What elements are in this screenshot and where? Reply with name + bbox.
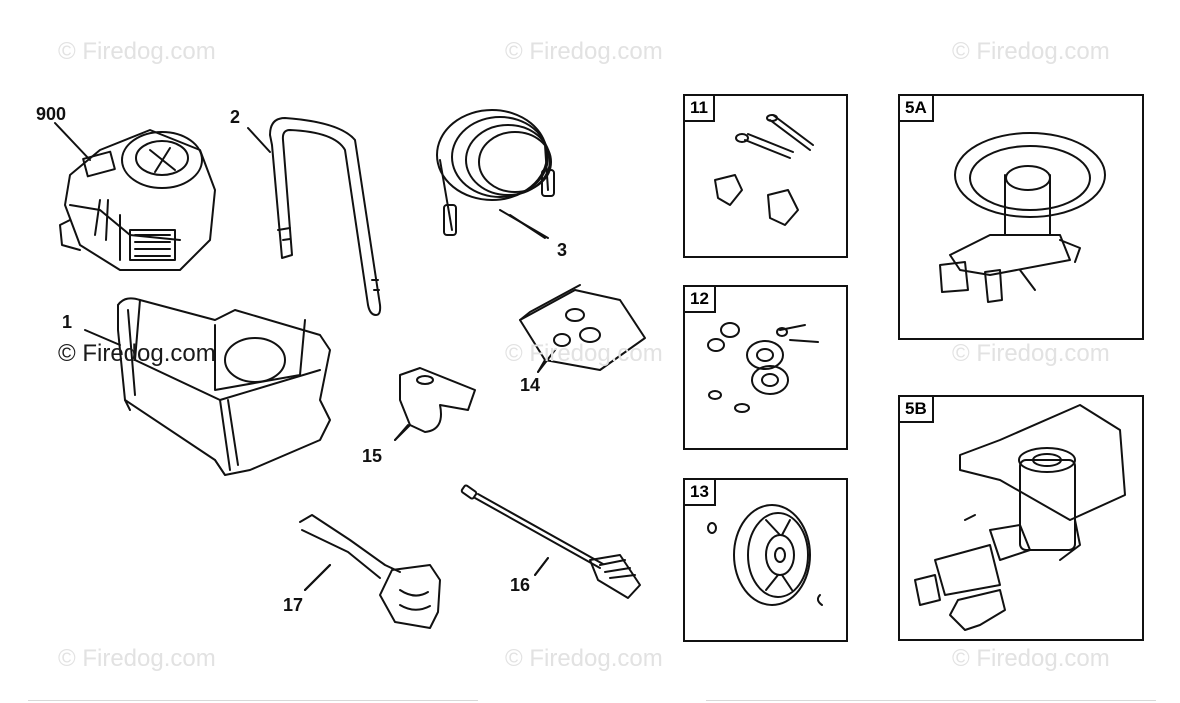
- watermark-bottom-right: © Firedog.com: [952, 645, 1110, 672]
- watermark-top-left: © Firedog.com: [58, 38, 216, 65]
- box-label-12: 12: [683, 285, 716, 313]
- bottom-rule-left: [28, 700, 478, 701]
- hose-drawing: [436, 109, 555, 239]
- callout-frame: 1: [62, 312, 73, 332]
- box-pump-5b: 5B: [898, 395, 1144, 641]
- watermark-top-right: © Firedog.com: [952, 38, 1110, 65]
- watermark-bottom-left: © Firedog.com: [58, 645, 216, 672]
- callout-engine: 900: [36, 104, 67, 124]
- callout-hose: 3: [557, 240, 568, 260]
- callout-hardware-bag: 14: [520, 375, 541, 395]
- handle-drawing: [247, 117, 382, 316]
- watermark-bottom-center: © Firedog.com: [505, 645, 663, 672]
- hardware-12-drawing: [707, 322, 819, 413]
- box-label-11: 11: [683, 94, 715, 122]
- callout-bracket: 15: [362, 446, 383, 466]
- callout-gun: 17: [283, 595, 304, 615]
- leader-lines: [54, 122, 556, 591]
- pump-5b-drawing: [914, 404, 1126, 631]
- callout-handle: 2: [230, 107, 241, 127]
- callout-lance: 16: [510, 575, 531, 595]
- watermark-top-center: © Firedog.com: [505, 38, 663, 65]
- box-wheel-13: 13: [683, 478, 848, 642]
- box-label-13: 13: [683, 478, 716, 506]
- bracket-drawing: [394, 367, 476, 441]
- pump-5a-drawing: [939, 132, 1106, 303]
- lance-drawing: [460, 484, 641, 599]
- watermark-mid-left: © Firedog.com: [58, 340, 216, 367]
- box-label-5a: 5A: [898, 94, 934, 122]
- gun-drawing: [299, 514, 441, 629]
- wheel-13-drawing: [707, 504, 823, 606]
- frame-drawing: [84, 297, 331, 476]
- box-label-5b: 5B: [898, 395, 934, 423]
- box-hardware-12: 12: [683, 285, 848, 450]
- engine-drawing: [59, 129, 216, 271]
- hardware-11-drawing: [714, 114, 814, 226]
- bottom-rule-right: [706, 700, 1156, 701]
- watermark-mid-center: © Firedog.com: [505, 340, 663, 367]
- watermark-mid-right: © Firedog.com: [952, 340, 1110, 367]
- box-hardware-11: 11: [683, 94, 848, 258]
- box-pump-5a: 5A: [898, 94, 1144, 340]
